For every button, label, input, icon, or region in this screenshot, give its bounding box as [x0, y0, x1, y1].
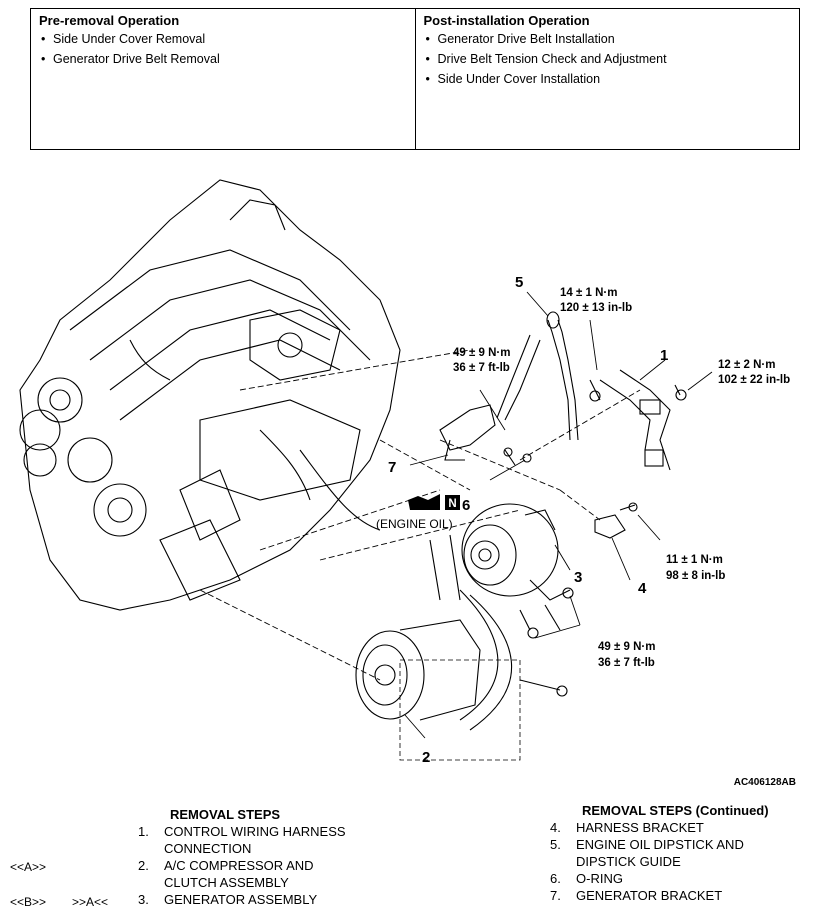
- callout-4: 4: [638, 580, 647, 597]
- step-row: 7. GENERATOR BRACKET: [550, 888, 723, 903]
- procedure-mark: >>A<<: [72, 895, 109, 909]
- torque-label: 11 ± 1 N·m: [666, 554, 723, 566]
- pre-removal-title: Pre-removal Operation: [39, 13, 180, 28]
- callout-5: 5: [515, 274, 523, 291]
- callout-2: 2: [422, 749, 430, 766]
- removal-steps-continued-heading: REMOVAL STEPS (Continued): [582, 803, 769, 818]
- removal-steps-left: REMOVAL STEPS 1. CONTROL WIRING HARNESS …: [138, 806, 404, 908]
- step-row: 2. A/C COMPRESSOR AND: [138, 858, 314, 873]
- engine-illustration: [19, 179, 401, 611]
- callout-3: 3: [574, 569, 582, 586]
- control-wiring-harness: [589, 369, 687, 471]
- step-row: 6. O-RING: [550, 871, 623, 886]
- generator-assembly: [461, 503, 574, 639]
- removal-steps-heading: REMOVAL STEPS: [170, 807, 281, 822]
- generator-bracket: [439, 404, 516, 466]
- step-row: DIPSTICK GUIDE: [576, 854, 681, 869]
- torque-label: 36 ± 7 ft-lb: [453, 362, 510, 374]
- torque-label: 49 ± 9 N·m: [598, 641, 655, 653]
- exploded-view-diagram: N 5 1 7 6 3 4 2 14 ± 1 N·m 120 ± 13 in-l…: [19, 179, 790, 766]
- dipstick-and-guide: [496, 311, 579, 463]
- pre-removal-item: Side Under Cover Removal: [39, 29, 407, 49]
- post-installation-item: Drive Belt Tension Check and Adjustment: [424, 49, 792, 69]
- harness-bracket: [594, 502, 638, 539]
- operation-table: Pre-removal Operation Side Under Cover R…: [30, 8, 800, 150]
- pre-removal-column: Pre-removal Operation Side Under Cover R…: [31, 9, 415, 149]
- step-row: CLUTCH ASSEMBLY: [164, 875, 289, 890]
- removal-steps-right: REMOVAL STEPS (Continued) 4. HARNESS BRA…: [550, 802, 814, 904]
- post-installation-title: Post-installation Operation: [423, 13, 590, 28]
- ac-compressor-assembly: [355, 534, 568, 761]
- torque-label: 98 ± 8 in-lb: [666, 570, 725, 582]
- step-row: 3. GENERATOR ASSEMBLY: [138, 892, 318, 907]
- callout-1: 1: [660, 347, 668, 364]
- callout-6: 6: [462, 497, 470, 514]
- post-installation-item: Generator Drive Belt Installation: [424, 29, 792, 49]
- torque-label: 49 ± 9 N·m: [453, 347, 510, 359]
- torque-label: 14 ± 1 N·m: [560, 287, 617, 299]
- step-row: 5. ENGINE OIL DIPSTICK AND: [550, 837, 744, 852]
- n-symbol: N: [448, 498, 456, 510]
- step-row: CONNECTION: [164, 841, 252, 856]
- figure-id: AC406128AB: [733, 777, 796, 788]
- procedure-mark: <<A>>: [10, 860, 47, 874]
- engine-oil-label: (ENGINE OIL): [376, 517, 453, 531]
- oil-can-icon: [408, 494, 460, 510]
- torque-label: 120 ± 13 in-lb: [560, 302, 632, 314]
- torque-label: 36 ± 7 ft-lb: [598, 657, 655, 669]
- pre-removal-item: Generator Drive Belt Removal: [39, 49, 407, 69]
- post-installation-item: Side Under Cover Installation: [424, 69, 792, 89]
- torque-label: 12 ± 2 N·m: [718, 359, 775, 371]
- callout-7: 7: [388, 459, 396, 476]
- procedure-mark: <<B>>: [10, 895, 47, 909]
- step-row: 1. CONTROL WIRING HARNESS: [138, 824, 346, 839]
- post-installation-column: Post-installation Operation Generator Dr…: [414, 9, 800, 149]
- torque-label: 102 ± 22 in-lb: [718, 374, 790, 386]
- step-row: 4. HARNESS BRACKET: [550, 820, 704, 835]
